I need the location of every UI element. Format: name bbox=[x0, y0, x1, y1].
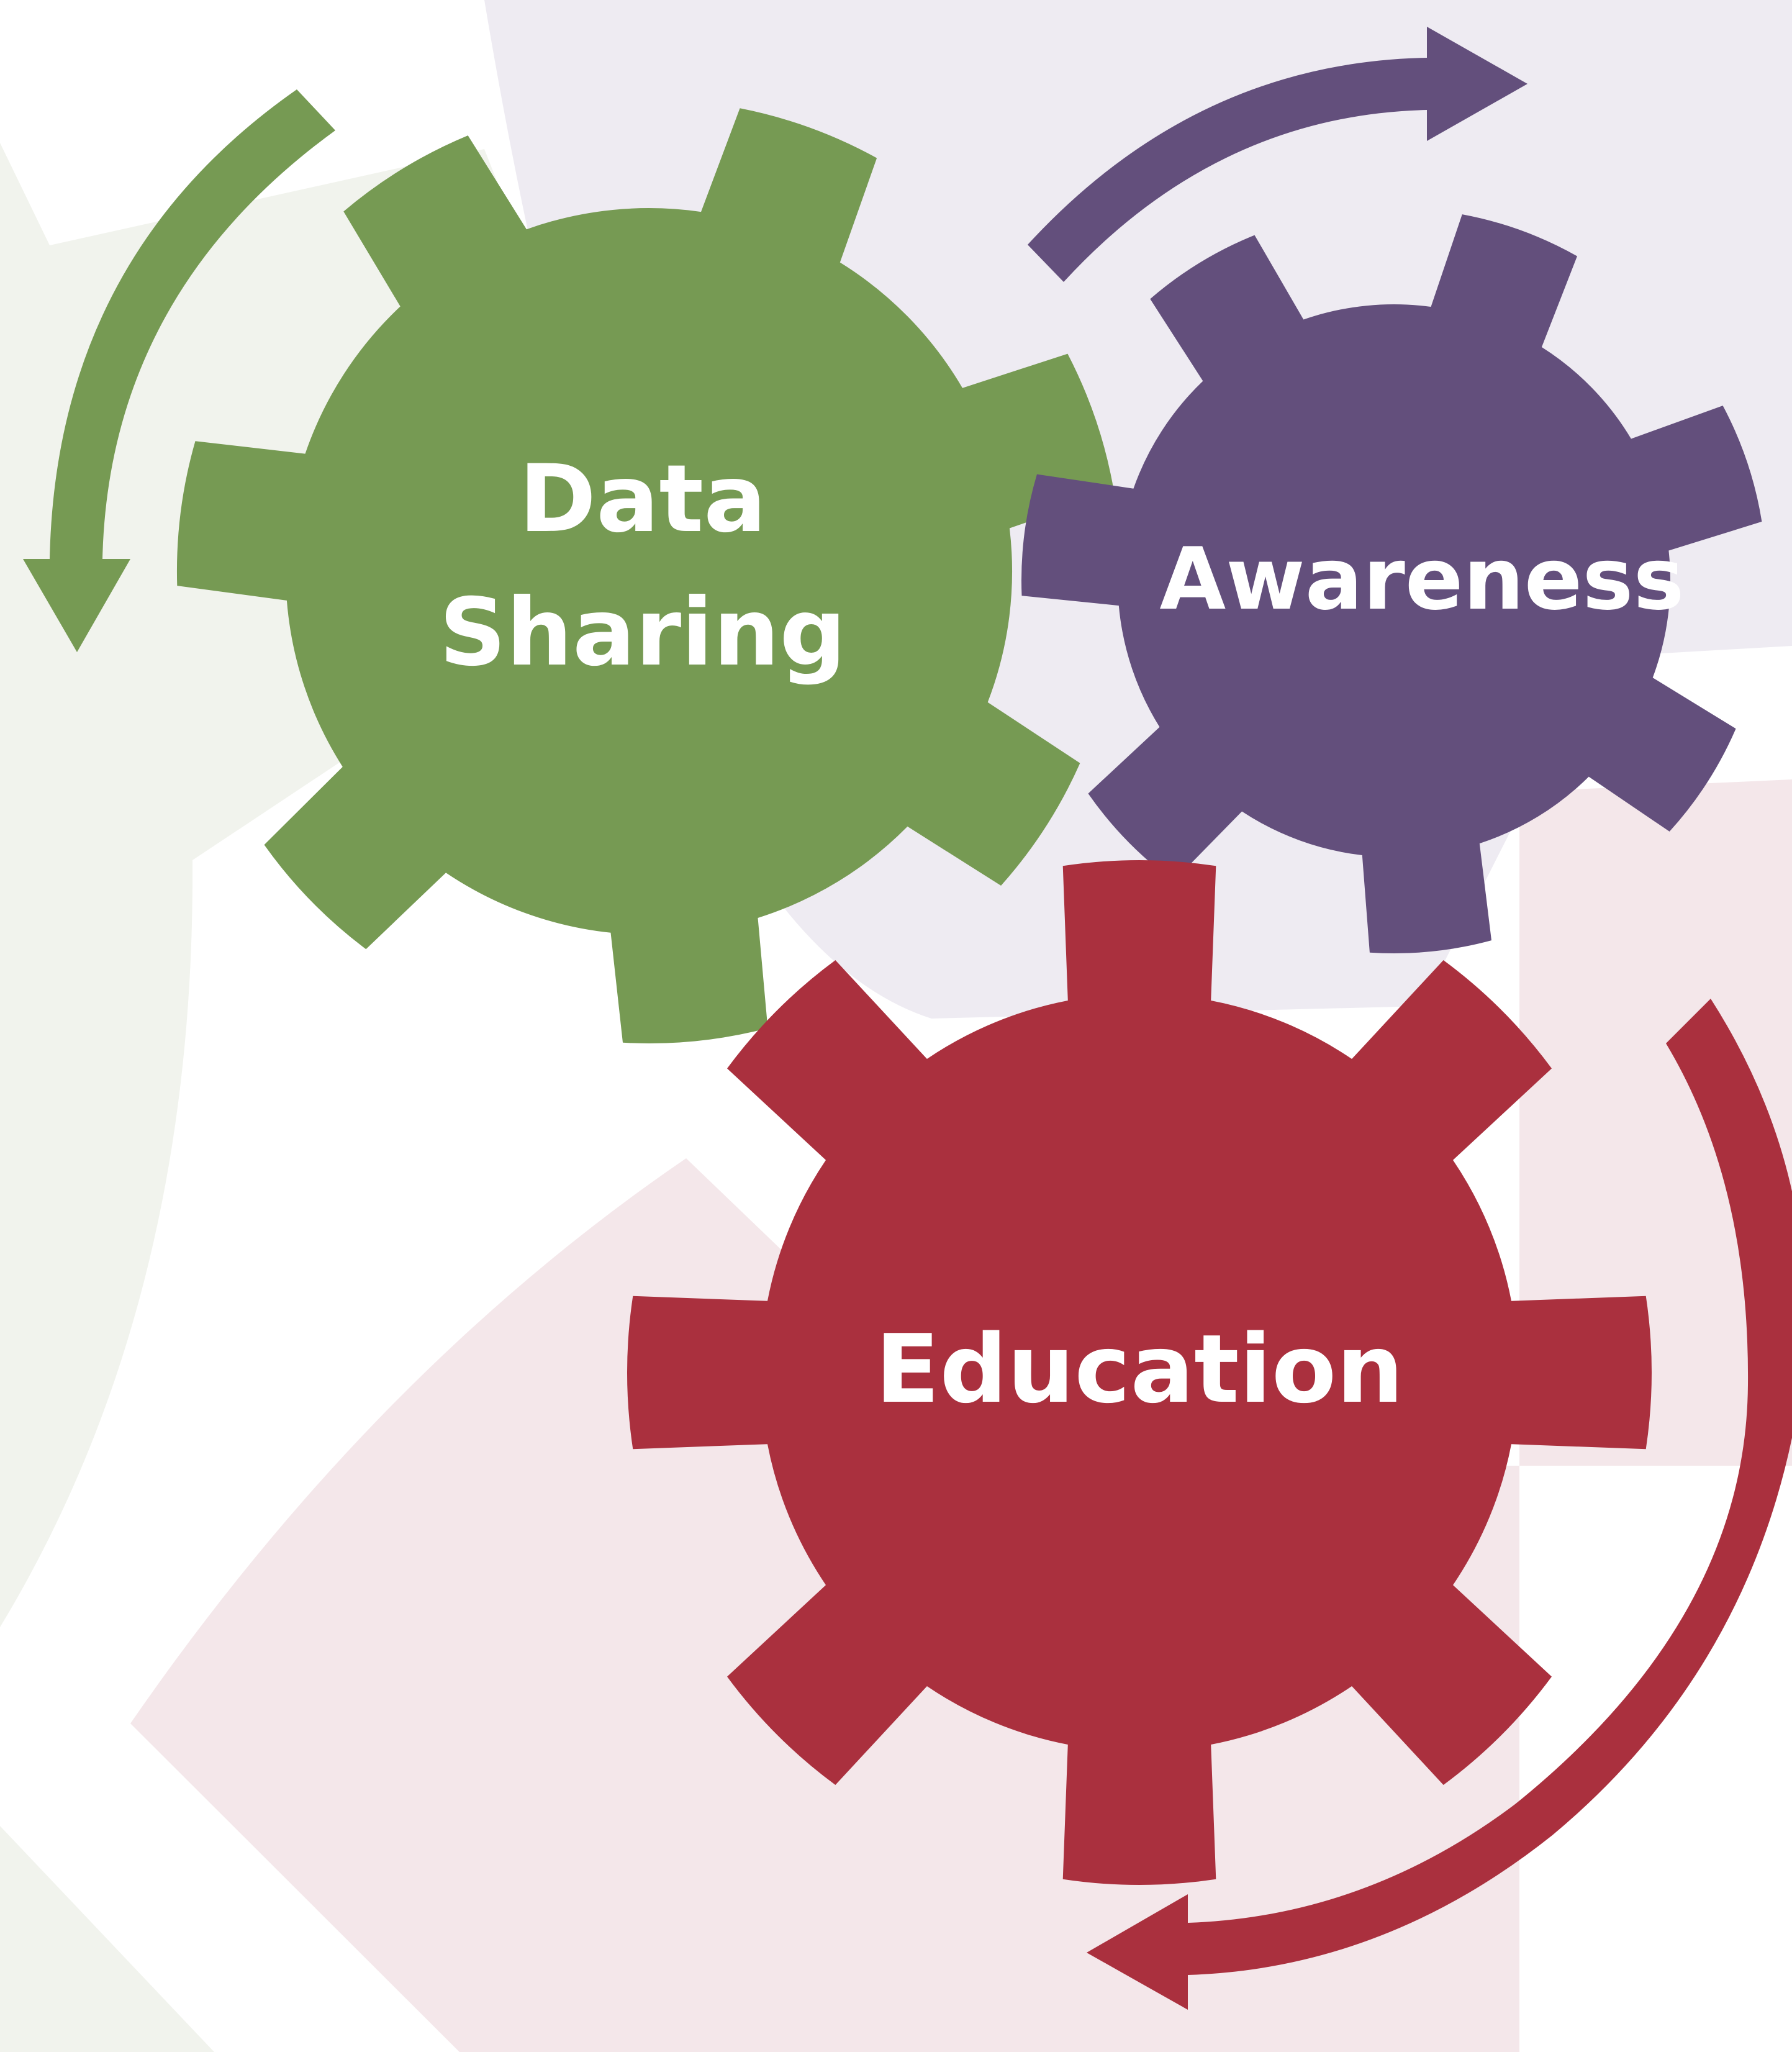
education-label: Education bbox=[876, 1314, 1404, 1424]
awareness-label: Awareness bbox=[1159, 529, 1684, 629]
background-red-shape bbox=[130, 779, 1792, 2052]
red-arrow bbox=[1087, 999, 1792, 2010]
green-arrow bbox=[23, 89, 335, 652]
awareness-gear bbox=[1021, 214, 1762, 953]
data-sharing-gear bbox=[176, 108, 1115, 1043]
purple-arrow bbox=[1028, 27, 1527, 282]
education-gear bbox=[627, 860, 1652, 1885]
cycle-arrows bbox=[23, 27, 1792, 2010]
gears bbox=[176, 108, 1762, 1885]
gear-labels: Data Sharing Awareness Education bbox=[439, 445, 1684, 1424]
background-green-lower-shape bbox=[0, 1826, 214, 2052]
data-sharing-label-line-2: Sharing bbox=[439, 579, 846, 687]
data-sharing-label-line-1: Data bbox=[519, 445, 767, 553]
